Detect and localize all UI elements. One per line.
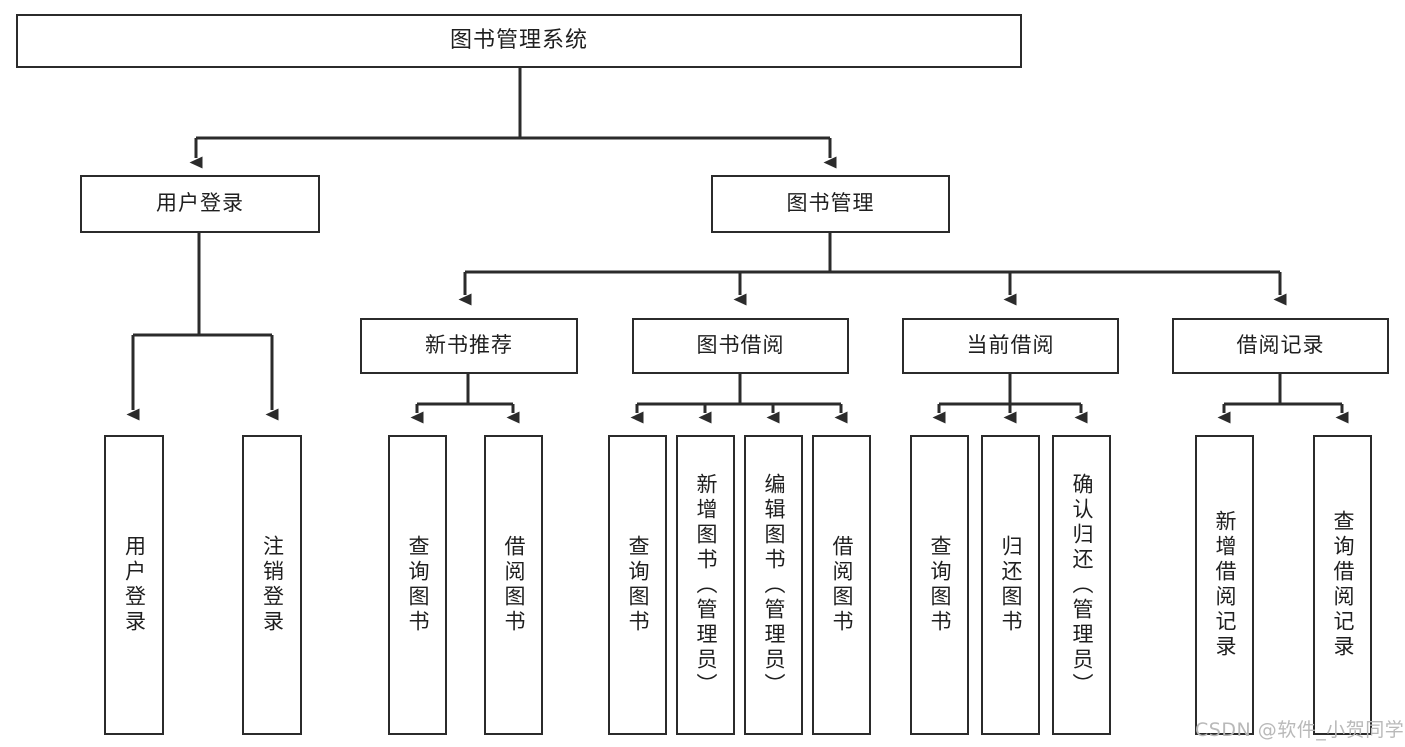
leaf-borrow-book-label: 借阅图书 — [830, 535, 854, 635]
csdn-watermark: CSDN @软件_小贺同学 — [1195, 719, 1405, 741]
node-user-login-label: 用户登录 — [156, 191, 244, 216]
leaf-edit-book-admin[interactable]: 编辑图书（管理员） — [744, 435, 803, 735]
node-new-book-recommend-label: 新书推荐 — [425, 333, 513, 358]
leaf-borrow-book-recommend[interactable]: 借阅图书 — [484, 435, 543, 735]
leaf-add-borrow-record[interactable]: 新增借阅记录 — [1195, 435, 1254, 735]
leaf-confirm-return-admin[interactable]: 确认归还（管理员） — [1052, 435, 1111, 735]
leaf-query-book-recommend-label: 查询图书 — [406, 535, 430, 635]
leaf-add-book-admin-label: 新增图书（管理员） — [694, 472, 718, 698]
leaf-query-book-recommend[interactable]: 查询图书 — [388, 435, 447, 735]
leaf-user-login-label: 用户登录 — [122, 535, 147, 635]
leaf-add-borrow-record-label: 新增借阅记录 — [1213, 510, 1237, 660]
leaf-borrow-book[interactable]: 借阅图书 — [812, 435, 871, 735]
leaf-user-login[interactable]: 用户登录 — [104, 435, 164, 735]
node-book-management[interactable]: 图书管理 — [711, 175, 950, 233]
leaf-query-book-borrow[interactable]: 查询图书 — [608, 435, 667, 735]
leaf-return-book-label: 归还图书 — [999, 535, 1023, 635]
leaf-edit-book-admin-label: 编辑图书（管理员） — [762, 472, 786, 698]
node-borrow-record-label: 借阅记录 — [1236, 333, 1325, 358]
node-book-borrow[interactable]: 图书借阅 — [632, 318, 849, 374]
node-user-login[interactable]: 用户登录 — [80, 175, 320, 233]
leaf-query-book-current[interactable]: 查询图书 — [910, 435, 969, 735]
node-current-borrow[interactable]: 当前借阅 — [902, 318, 1119, 374]
leaf-logout-label: 注销登录 — [260, 535, 285, 635]
leaf-add-book-admin[interactable]: 新增图书（管理员） — [676, 435, 735, 735]
node-current-borrow-label: 当前借阅 — [966, 333, 1055, 358]
leaf-query-borrow-record[interactable]: 查询借阅记录 — [1313, 435, 1372, 735]
node-new-book-recommend[interactable]: 新书推荐 — [360, 318, 578, 374]
node-root-label: 图书管理系统 — [449, 27, 588, 53]
leaf-logout[interactable]: 注销登录 — [242, 435, 302, 735]
node-book-borrow-label: 图书借阅 — [696, 333, 785, 358]
leaf-query-borrow-record-label: 查询借阅记录 — [1331, 510, 1355, 660]
leaf-confirm-return-admin-label: 确认归还（管理员） — [1070, 472, 1094, 698]
node-root[interactable]: 图书管理系统 — [16, 14, 1022, 68]
leaf-query-book-current-label: 查询图书 — [928, 535, 952, 635]
leaf-query-book-borrow-label: 查询图书 — [626, 535, 650, 635]
node-borrow-record[interactable]: 借阅记录 — [1172, 318, 1389, 374]
leaf-borrow-book-recommend-label: 借阅图书 — [502, 535, 526, 635]
leaf-return-book[interactable]: 归还图书 — [981, 435, 1040, 735]
node-book-management-label: 图书管理 — [786, 191, 875, 216]
